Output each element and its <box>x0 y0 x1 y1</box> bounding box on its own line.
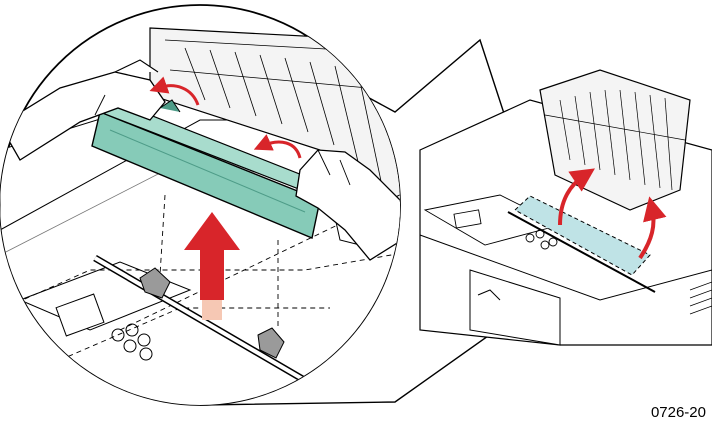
right-shaft-clip <box>257 327 285 359</box>
left-shaft-clip <box>139 267 171 299</box>
roller-assembly <box>91 99 331 239</box>
rotate-arrow-icon <box>149 76 200 106</box>
rotate-arrow-icon <box>253 134 302 159</box>
lift-arrow-icon <box>184 212 240 320</box>
output-tray <box>469 269 561 346</box>
printer-overview <box>419 69 712 346</box>
printer-side-vents <box>689 281 712 315</box>
right-hand <box>295 149 400 261</box>
left-hand <box>0 59 166 161</box>
control-panel <box>18 261 192 361</box>
roller-shaft <box>93 254 332 399</box>
roller-placement-highlight <box>514 195 651 276</box>
magnified-detail-view <box>0 4 561 406</box>
rotate-arrow-icon <box>638 196 667 260</box>
figure-code: 0726-20 <box>650 404 706 421</box>
rotate-arrow-icon <box>558 168 595 226</box>
